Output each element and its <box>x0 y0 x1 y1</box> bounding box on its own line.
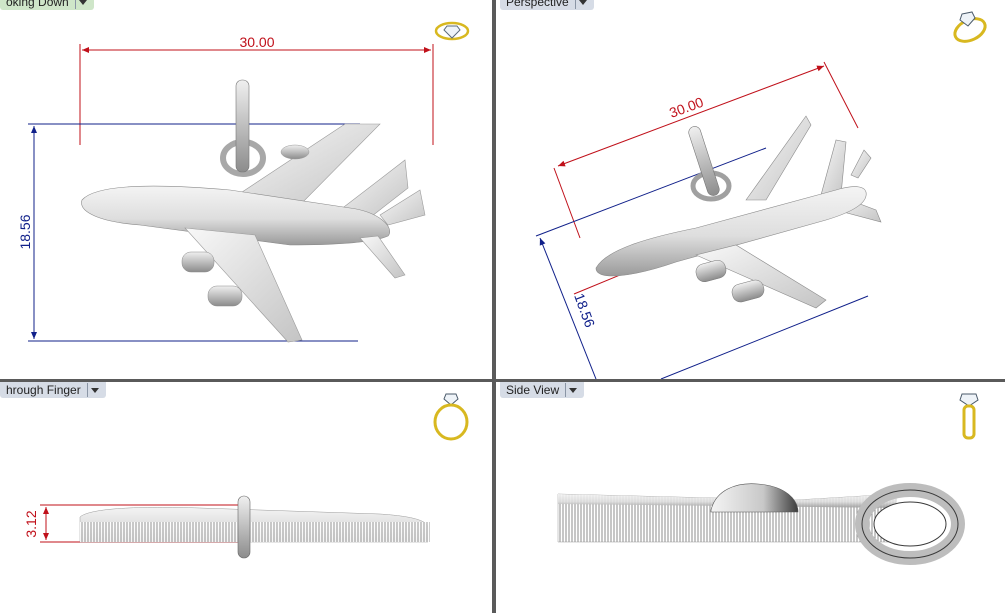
thickness-dimension-label: 3.12 <box>23 510 39 537</box>
viewport-perspective[interactable]: 30.00 18.56 Perspective <box>496 0 1005 379</box>
plane-pendant-side <box>557 483 965 565</box>
tab-perspective[interactable]: Perspective <box>500 0 594 10</box>
chevron-down-icon[interactable] <box>565 383 578 397</box>
plane-pendant-top <box>81 79 426 343</box>
width-dimension-label: 30.00 <box>239 34 274 50</box>
tab-perspective-label: Perspective <box>506 0 569 9</box>
height-dimension-label: 18.56 <box>571 291 598 330</box>
ring-side-icon[interactable] <box>959 393 979 440</box>
tab-top-view[interactable]: oking Down <box>0 0 94 10</box>
chevron-down-icon[interactable] <box>86 383 100 397</box>
chevron-down-icon[interactable] <box>574 0 588 9</box>
viewport-top[interactable]: 30.00 18.56 oking Down <box>0 0 492 379</box>
width-dimension <box>553 61 859 239</box>
ring-perspective-icon[interactable] <box>951 11 988 46</box>
plane-pendant-front <box>79 495 430 559</box>
top-view-canvas: 30.00 18.56 <box>17 21 470 343</box>
viewport-divider-vertical[interactable] <box>492 0 496 613</box>
height-dimension <box>28 123 360 342</box>
viewport-through-finger[interactable]: 3.12 hrough Finger <box>0 382 492 613</box>
plane-pendant-perspective <box>595 115 882 309</box>
tab-top-view-label: oking Down <box>6 0 69 9</box>
chevron-down-icon[interactable] <box>74 0 88 9</box>
width-dimension-label: 30.00 <box>667 94 706 121</box>
front-view-canvas: 3.12 <box>23 393 469 559</box>
tab-through-finger[interactable]: hrough Finger <box>0 382 106 398</box>
side-view-canvas <box>557 393 979 565</box>
ring-front-icon[interactable] <box>433 393 469 441</box>
tab-through-finger-label: hrough Finger <box>6 383 81 397</box>
tab-side-view[interactable]: Side View <box>500 382 585 398</box>
perspective-view-canvas: 30.00 18.56 <box>535 11 988 379</box>
height-dimension-label: 18.56 <box>17 214 33 249</box>
viewport-side-view[interactable]: Side View <box>496 382 1005 613</box>
viewport-divider-horizontal[interactable] <box>0 379 1005 382</box>
height-dimension <box>535 147 869 379</box>
tab-side-view-label: Side View <box>506 383 560 397</box>
ring-top-icon[interactable] <box>434 21 470 41</box>
width-dimension <box>79 44 434 145</box>
